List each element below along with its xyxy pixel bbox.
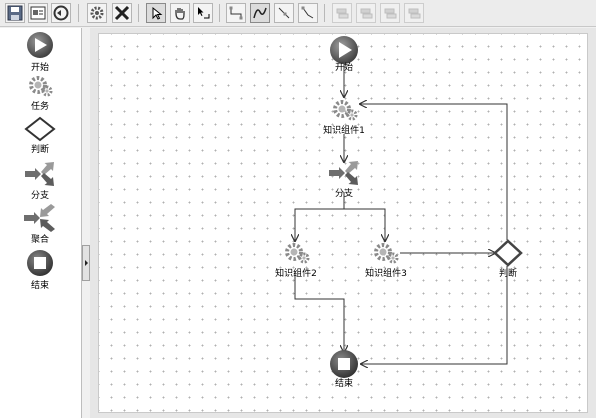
align-left-icon (336, 8, 349, 19)
hand-pan-icon (175, 8, 185, 20)
shape-palette: 开始 任务 判断 分支 聚合 (0, 28, 82, 418)
flow-edges (99, 63, 508, 414)
node-fork[interactable] (326, 159, 362, 187)
palette-item-join[interactable]: 聚合 (0, 204, 80, 246)
refresh-button[interactable] (51, 3, 71, 23)
node-k3-label: 知识组件3 (365, 269, 407, 279)
align-center-icon (360, 8, 373, 19)
pointer-tool-button[interactable] (146, 3, 166, 23)
line-angle-icon (278, 7, 290, 19)
chevron-right-icon (85, 260, 88, 266)
align-distribute-icon (408, 8, 421, 19)
palette-item-end[interactable]: 结束 (0, 248, 80, 291)
palette-item-decision[interactable]: 判断 (0, 116, 80, 158)
palette-item-fork[interactable]: 分支 (0, 160, 80, 202)
align-left-button[interactable] (332, 3, 352, 23)
palette-label: 分支 (30, 191, 49, 201)
align-right-icon (384, 8, 397, 19)
align-right-button[interactable] (380, 3, 400, 23)
palette-label: 判断 (30, 145, 49, 155)
fork-arrows-icon (329, 161, 358, 185)
start-icon (330, 36, 358, 64)
palette-collapse-handle[interactable] (82, 245, 90, 281)
task-gear-icon (29, 76, 53, 97)
line-angle-button[interactable] (274, 3, 294, 23)
edge-judge-to-end[interactable] (361, 266, 508, 364)
edge-judge-to-k1[interactable] (360, 104, 508, 240)
node-fork-label: 分支 (334, 189, 354, 199)
edge-fork-to-k3[interactable] (344, 208, 385, 241)
line-curve-button[interactable] (250, 3, 270, 23)
node-start[interactable] (328, 35, 360, 67)
decision-diamond-icon (24, 116, 56, 142)
save-icon (7, 5, 23, 21)
task-gear-icon (285, 243, 310, 264)
flow-canvas[interactable]: 开始 知识组件1 分支 知识组件2 (98, 33, 588, 413)
node-judge[interactable] (493, 239, 523, 267)
palette-label: 结束 (30, 281, 49, 291)
node-k3[interactable] (369, 240, 403, 266)
pan-tool-button[interactable] (170, 3, 190, 23)
task-gear-icon (333, 100, 358, 121)
settings-button[interactable] (87, 3, 107, 23)
node-k1-label: 知识组件1 (323, 126, 365, 136)
palette-label: 开始 (30, 63, 49, 73)
node-judge-label: 判断 (498, 269, 518, 279)
delete-icon (114, 5, 130, 21)
palette-item-task[interactable]: 任务 (0, 73, 80, 115)
line-curve-icon (253, 7, 267, 19)
start-icon (27, 32, 53, 58)
line-bend-button[interactable] (298, 3, 318, 23)
palette-label: 任务 (30, 102, 49, 112)
end-icon (330, 350, 358, 378)
settings-icon (90, 6, 104, 20)
node-start-label: 开始 (334, 63, 354, 73)
delete-button[interactable] (112, 3, 132, 23)
end-icon (27, 250, 53, 276)
properties-button[interactable] (28, 3, 48, 23)
palette-item-start[interactable]: 开始 (0, 30, 80, 73)
edge-fork-to-k2[interactable] (295, 192, 345, 241)
join-arrows-icon (24, 204, 55, 232)
toolbar-separator (219, 4, 220, 22)
toolbar-separator (138, 4, 139, 22)
node-end[interactable] (328, 349, 360, 381)
toolbar-separator (78, 4, 79, 22)
toolbar (0, 0, 596, 27)
line-elbow-button[interactable] (226, 3, 246, 23)
line-bend-icon (301, 6, 314, 19)
node-k2-label: 知识组件2 (275, 269, 317, 279)
properties-icon (30, 6, 46, 20)
refresh-icon (53, 5, 69, 21)
align-distribute-button[interactable] (404, 3, 424, 23)
save-button[interactable] (5, 3, 25, 23)
toolbar-separator (324, 4, 325, 22)
node-end-label: 结束 (334, 379, 354, 389)
edge-k2-to-end[interactable] (294, 272, 344, 352)
fork-arrows-icon (25, 162, 54, 186)
task-gear-icon (374, 243, 399, 264)
palette-label: 聚合 (30, 235, 49, 245)
align-center-button[interactable] (356, 3, 376, 23)
pointer-icon (152, 6, 163, 20)
decision-diamond-icon (493, 239, 523, 267)
connect-tool-button[interactable] (193, 3, 213, 23)
node-k1[interactable] (328, 97, 362, 123)
line-elbow-icon (229, 6, 243, 20)
connect-icon (198, 7, 210, 19)
node-k2[interactable] (280, 240, 314, 266)
